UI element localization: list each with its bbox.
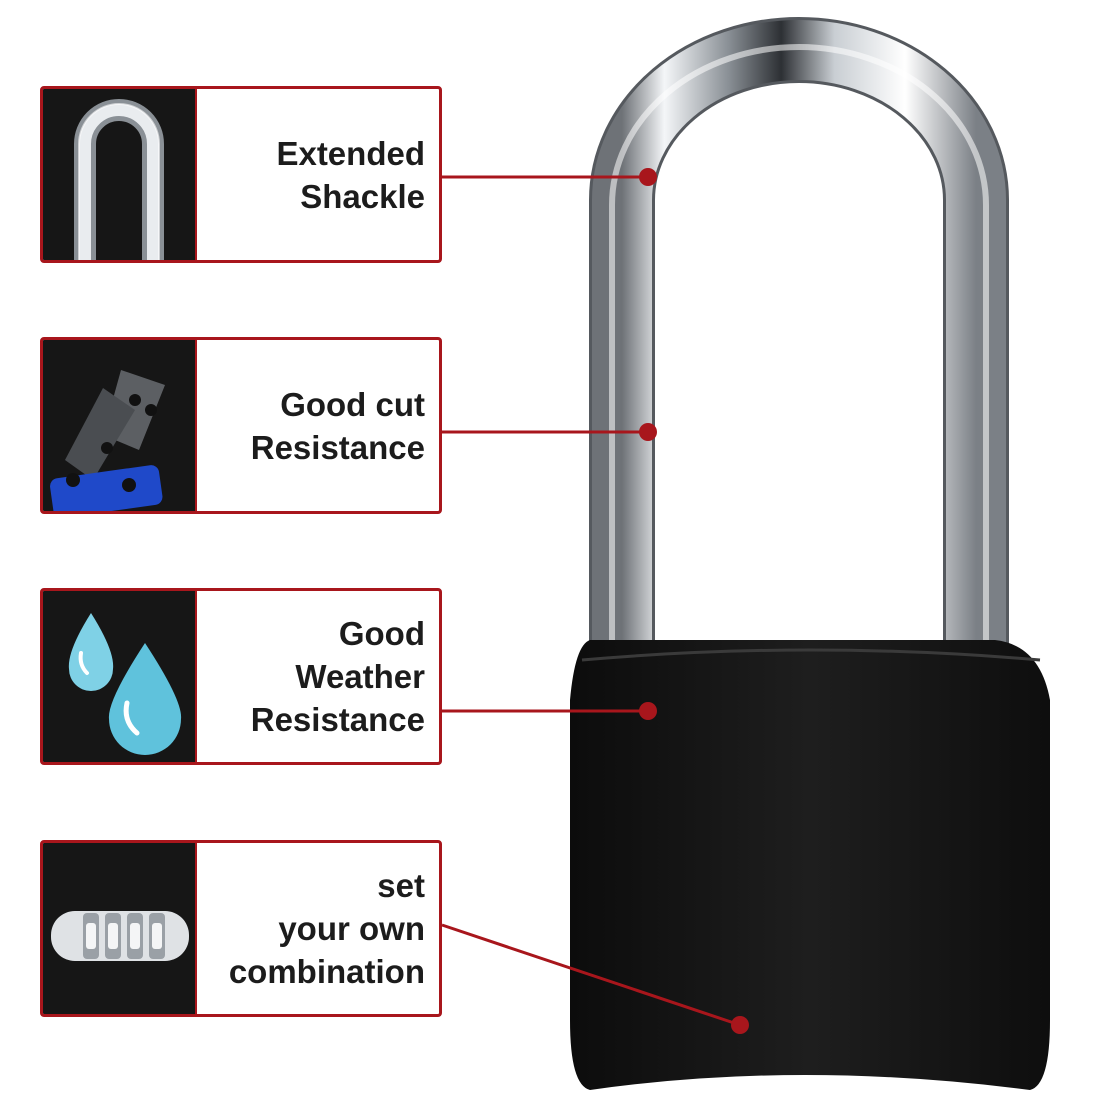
feature-label-cut: Good cut Resistance — [250, 385, 425, 466]
leader-dot-combination — [731, 1016, 749, 1034]
combination-dial-icon — [51, 911, 189, 961]
thumb-shackle — [43, 89, 197, 260]
shackle-closeup-icon — [74, 99, 164, 260]
feature-card-cut: Good cut Resistance — [40, 337, 442, 514]
water-drops-icon — [68, 613, 182, 755]
thumb-combination — [43, 843, 197, 1014]
leader-lines — [441, 175, 741, 1027]
feature-label-combination: set your own combination — [228, 867, 425, 990]
lock-body — [570, 640, 1050, 1090]
leader-dot-shackle — [639, 168, 657, 186]
leader-dot-weather — [639, 702, 657, 720]
leader-dot-cut — [639, 423, 657, 441]
bolt-cutter-icon — [50, 370, 165, 511]
leader-dots — [639, 168, 749, 1034]
feature-card-shackle: Extended Shackle — [40, 86, 442, 263]
thumb-cut — [43, 340, 197, 511]
thumb-weather — [43, 591, 197, 762]
lock-shackle — [589, 17, 1009, 680]
feature-label-shackle: Extended Shackle — [276, 134, 425, 215]
feature-card-weather: Good Weather Resistance — [40, 588, 442, 765]
feature-card-combination: set your own combination — [40, 840, 442, 1017]
feature-label-weather: Good Weather Resistance — [250, 615, 425, 738]
